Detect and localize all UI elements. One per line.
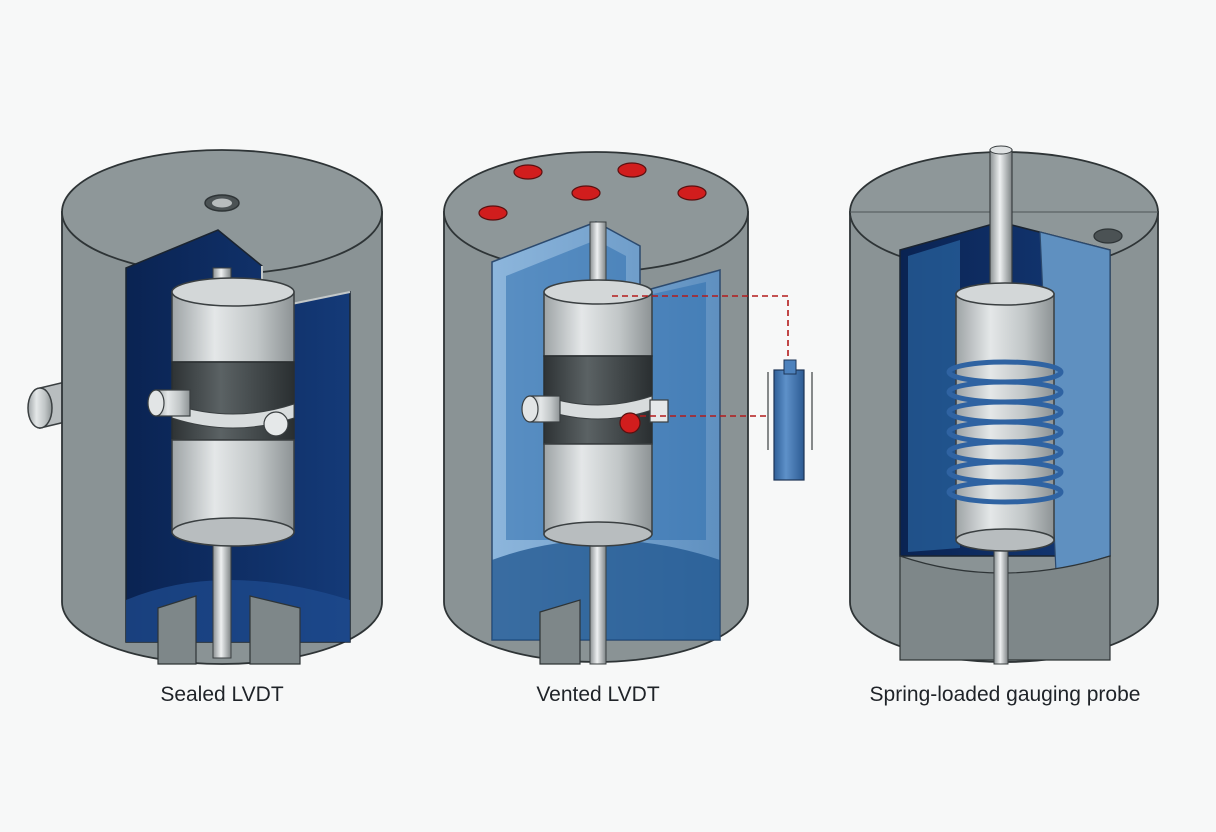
vented-lvdt-drawing xyxy=(443,151,813,665)
vent-leader-lines xyxy=(612,295,789,417)
probe-core-body xyxy=(955,282,1055,552)
caption-sealed-lvdt: Sealed LVDT xyxy=(160,683,284,706)
lead-pin-right xyxy=(649,399,669,423)
vent-hole xyxy=(677,185,707,201)
lead-pin-left xyxy=(147,389,191,417)
vent-hole xyxy=(513,164,543,180)
sealed-lvdt-drawing xyxy=(27,149,383,665)
vent-hole xyxy=(571,185,601,201)
lead-pin-right xyxy=(263,411,289,437)
vent-hole xyxy=(478,205,508,221)
lead-pin-left xyxy=(521,395,561,423)
caption-vented-lvdt: Vented LVDT xyxy=(536,683,660,706)
compression-spring xyxy=(946,359,1064,505)
lvdt-coil-assembly xyxy=(171,277,295,547)
lvdt-coil-assembly xyxy=(543,279,653,547)
vent-port-marker xyxy=(619,412,641,434)
caption-spring-loaded-probe: Spring-loaded gauging probe xyxy=(869,683,1141,706)
plunger-rod xyxy=(989,149,1013,303)
vent-holes xyxy=(478,162,707,221)
spring-probe-drawing xyxy=(849,145,1159,665)
top-vent-hole xyxy=(1093,228,1123,244)
vent-tube xyxy=(767,359,813,481)
vent-hole xyxy=(617,162,647,178)
